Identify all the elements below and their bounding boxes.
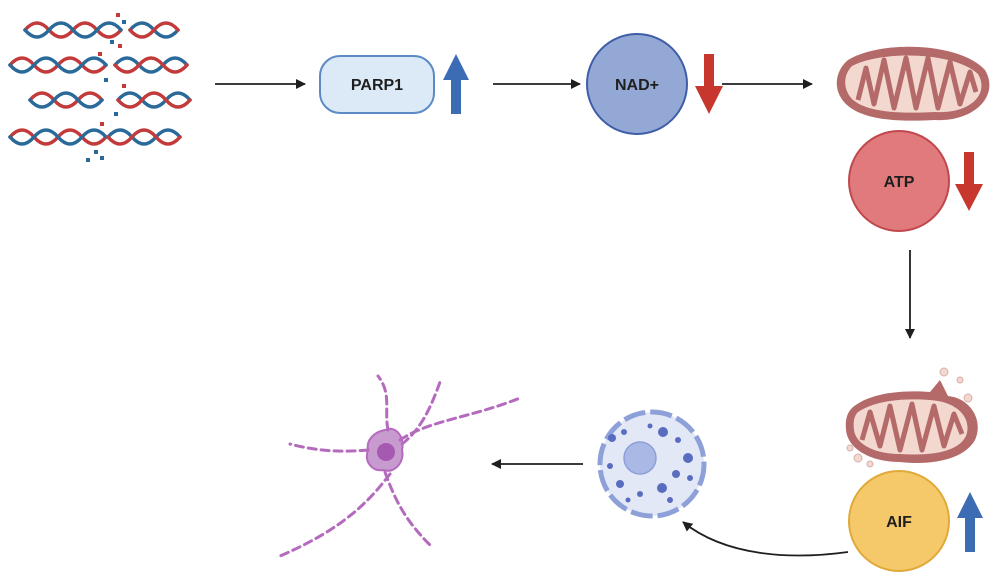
aif-node: AIF [848,470,950,572]
damaged-mitochondrion-icon [845,367,978,468]
nad-down-arrow-icon [695,54,723,114]
aif-label: AIF [886,514,912,531]
damaged-dna-icon [8,21,192,146]
mitochondrion-icon [836,46,990,121]
aif-up-arrow-icon [957,492,983,552]
nad-label: NAD+ [615,77,659,94]
atp-node: ATP [848,130,950,232]
parp1-up-arrow-icon [443,54,469,114]
atp-label: ATP [884,174,915,191]
atp-down-arrow-icon [955,152,983,211]
fragmented-nucleus-icon [597,409,707,519]
parp1-node: PARP1 [319,55,435,114]
arrow-aif-to-nucleus [682,521,849,557]
parp1-label: PARP1 [351,77,403,94]
dna-break-fragments [86,13,126,162]
nad-node: NAD+ [586,33,688,135]
dying-neuron-icon [278,374,522,558]
